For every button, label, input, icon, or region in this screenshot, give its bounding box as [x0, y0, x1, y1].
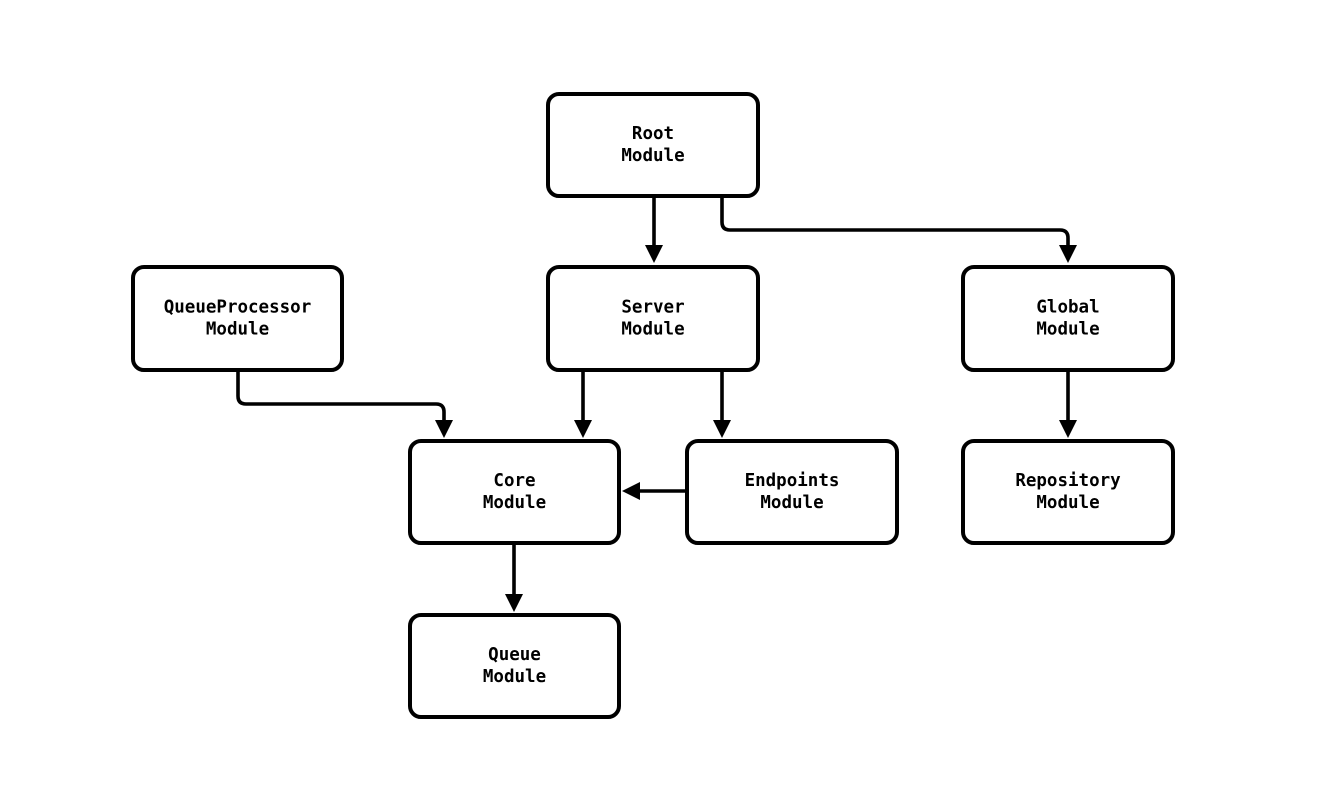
node-label-secondary: Module	[621, 320, 684, 340]
edges-layer	[236, 196, 1077, 612]
node-label-primary: Global	[1036, 298, 1099, 318]
arrowhead-icon	[645, 245, 663, 263]
node-label-secondary: Module	[483, 493, 546, 513]
edge-root-to-global	[720, 196, 1077, 263]
arrowhead-icon	[622, 482, 640, 500]
edge-line	[720, 196, 1070, 252]
node-box[interactable]	[131, 265, 344, 372]
node-label-secondary: Module	[760, 493, 823, 513]
nodes-layer: RootModuleQueueProcessorModuleServerModu…	[131, 92, 1175, 719]
node-label-primary: QueueProcessor	[164, 298, 312, 318]
edge-core-to-queue	[505, 543, 523, 612]
node-label-primary: Repository	[1015, 471, 1121, 491]
edge-endpoints-to-core	[622, 482, 687, 500]
edge-global-to-repository	[1059, 370, 1077, 438]
edge-root-to-server	[645, 196, 663, 263]
node-box[interactable]	[546, 92, 760, 198]
arrowhead-icon	[505, 594, 523, 612]
node-box[interactable]	[961, 265, 1175, 372]
arrowhead-icon	[435, 420, 453, 438]
node-label-secondary: Module	[1036, 320, 1099, 340]
arrowhead-icon	[1059, 420, 1077, 438]
node-label-primary: Endpoints	[745, 471, 840, 491]
node-label-primary: Core	[493, 471, 535, 491]
edge-line	[236, 370, 446, 427]
arrowhead-icon	[713, 420, 731, 438]
node-label-secondary: Module	[206, 320, 269, 340]
node-label-primary: Server	[621, 298, 684, 318]
arrowhead-icon	[1059, 245, 1077, 263]
node-box[interactable]	[961, 439, 1175, 545]
edge-server-to-core	[574, 370, 592, 438]
node-label-secondary: Module	[483, 667, 546, 687]
node-label-primary: Queue	[488, 645, 541, 665]
node-box[interactable]	[546, 265, 760, 372]
node-label-primary: Root	[632, 124, 674, 144]
node-label-secondary: Module	[1036, 493, 1099, 513]
edge-server-to-endpoints	[713, 370, 731, 438]
edge-queueprocessor-to-core	[236, 370, 453, 438]
arrowhead-icon	[574, 420, 592, 438]
node-box[interactable]	[408, 439, 621, 545]
node-box[interactable]	[685, 439, 899, 545]
node-box[interactable]	[408, 613, 621, 719]
node-label-secondary: Module	[621, 146, 684, 166]
